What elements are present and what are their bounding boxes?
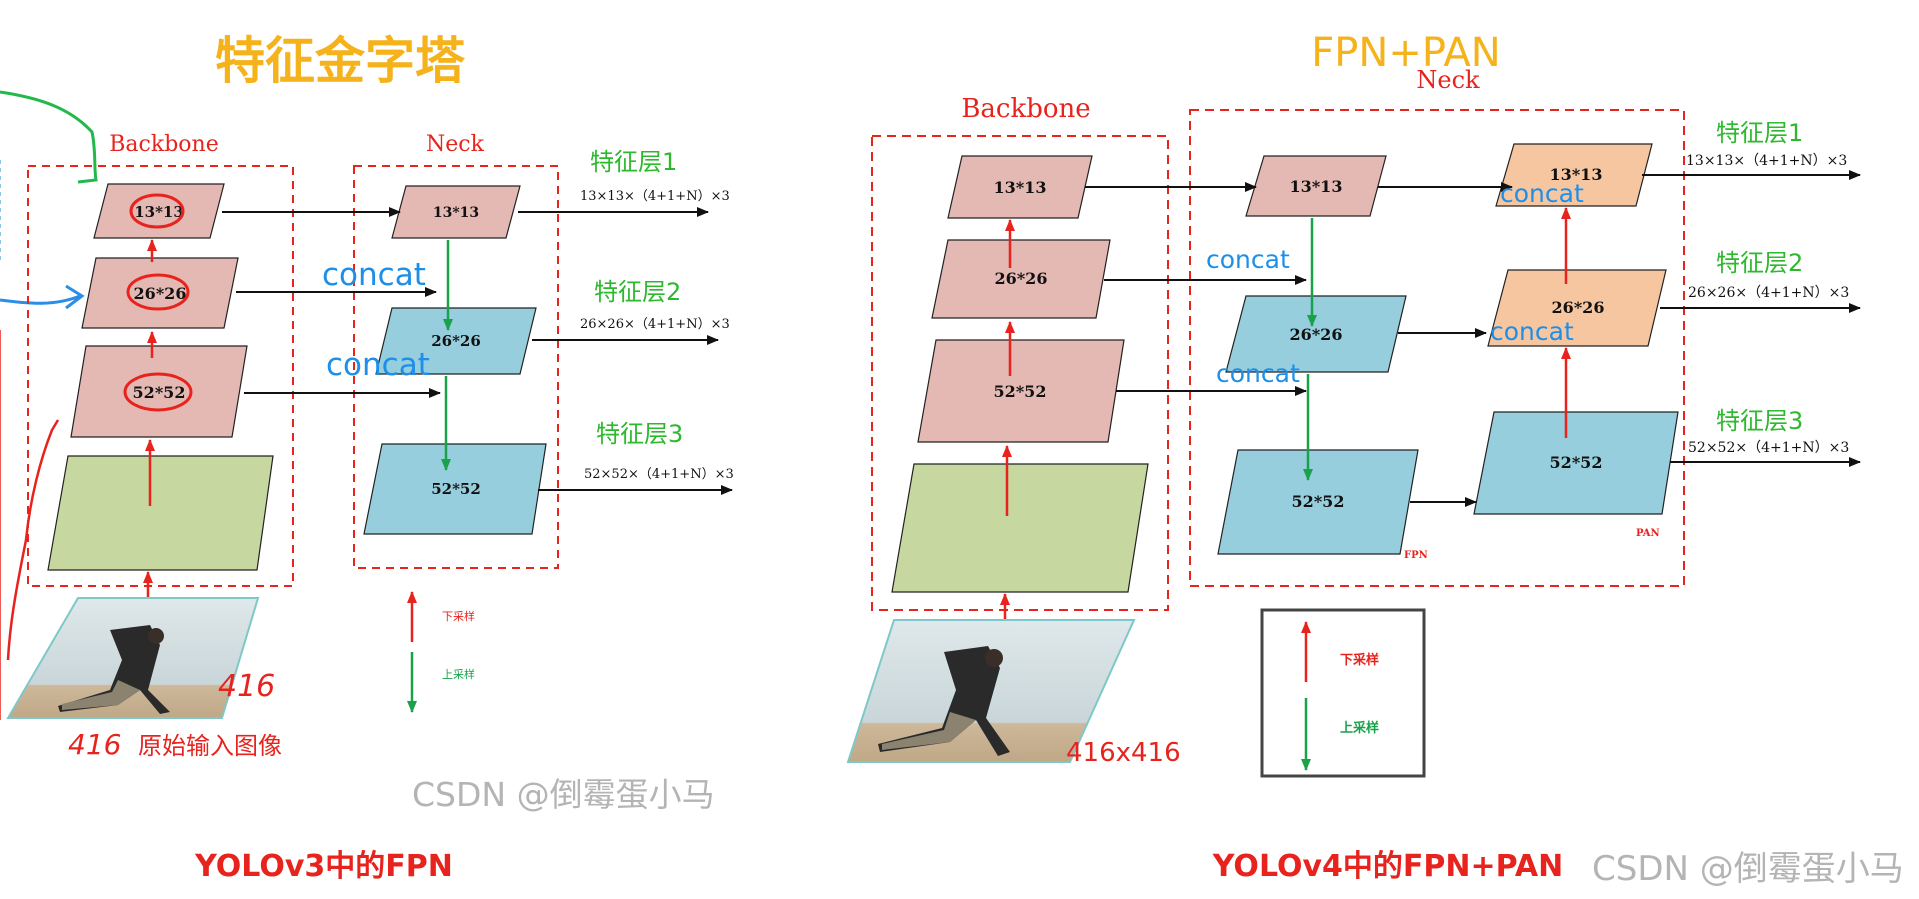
left-layer-2: 特征层2 xyxy=(594,278,681,306)
right-out-1-label: 13×13×（4+1+N）×3 xyxy=(1686,153,1847,169)
right-layer-1: 特征层1 xyxy=(1716,119,1803,147)
hand-red-stroke xyxy=(6,419,60,661)
right-input-size: 416x416 xyxy=(1066,738,1181,768)
left-panel: 特征金字塔 Backbone Neck 13*13 26*26 52*52 xyxy=(0,32,734,884)
left-title: 特征金字塔 xyxy=(215,32,466,90)
right-concat-2: concat xyxy=(1216,359,1300,388)
right-layer-3: 特征层3 xyxy=(1716,407,1803,435)
left-out-1-label: 13×13×（4+1+N）×3 xyxy=(580,189,730,204)
right-legend-box xyxy=(1260,608,1426,778)
left-backbone-input-box xyxy=(47,455,274,571)
right-pan-box-26 xyxy=(1487,269,1667,347)
left-box-26-label: 26*26 xyxy=(134,284,187,303)
left-backbone-box-52 xyxy=(70,345,248,438)
left-neck-box-13 xyxy=(391,185,521,239)
right-concat-4: concat xyxy=(1490,317,1574,346)
left-neck-box-26 xyxy=(375,307,537,375)
right-box-52-label: 52*52 xyxy=(994,382,1047,401)
hand-416-left: 416 xyxy=(68,728,121,761)
left-neck-label: Neck xyxy=(426,132,485,157)
left-watermark: CSDN @倒霉蛋小马 xyxy=(412,775,715,814)
right-fpn-26-label: 26*26 xyxy=(1290,325,1343,344)
left-caption: YOLOv3中的FPN xyxy=(194,849,453,884)
right-out-3-label: 52×52×（4+1+N）×3 xyxy=(1688,440,1849,456)
left-backbone-frame xyxy=(27,165,294,587)
left-out-3-label: 52×52×（4+1+N）×3 xyxy=(584,467,734,482)
right-neck-label: Neck xyxy=(1416,66,1480,94)
right-backbone-input-box xyxy=(891,463,1149,593)
right-legend-down: 下采样 xyxy=(1340,652,1379,668)
right-backbone-label: Backbone xyxy=(961,94,1090,124)
right-concat-3: concat xyxy=(1500,179,1584,208)
left-concat-2: concat xyxy=(326,347,430,383)
right-backbone-box-26 xyxy=(931,239,1111,319)
hand-blue-stroke xyxy=(0,284,85,310)
left-box-13-label: 13*13 xyxy=(134,203,184,221)
right-fpn-box-52 xyxy=(1217,449,1419,555)
right-fpn-tag: FPN xyxy=(1404,550,1428,561)
left-legend-up: 上采样 xyxy=(442,667,475,681)
hand-416-right: 416 xyxy=(218,669,275,704)
right-concat-1: concat xyxy=(1206,245,1290,274)
right-fpn-box-26 xyxy=(1225,295,1407,373)
left-concat-1: concat xyxy=(322,257,426,293)
right-neck-frame xyxy=(1189,109,1685,587)
hand-red-circle-13 xyxy=(129,193,185,229)
hand-red-circle-52 xyxy=(123,372,193,412)
right-pan-tag: PAN xyxy=(1636,528,1660,539)
right-box-26-label: 26*26 xyxy=(995,269,1048,288)
right-box-13-label: 13*13 xyxy=(994,178,1047,197)
right-backbone-box-52 xyxy=(917,339,1125,443)
left-backbone-box-26 xyxy=(81,257,239,329)
left-neck-box-52 xyxy=(363,443,547,535)
left-input-caption: 原始输入图像 xyxy=(138,732,282,760)
right-caption: YOLOv4中的FPN+PAN xyxy=(1212,849,1563,884)
left-neck-26-label: 26*26 xyxy=(431,332,481,350)
right-pan-box-52 xyxy=(1473,411,1679,515)
right-fpn-13-label: 13*13 xyxy=(1290,177,1343,196)
right-pan-13-label: 13*13 xyxy=(1550,165,1603,184)
left-box-52-label: 52*52 xyxy=(133,383,186,402)
right-backbone-frame xyxy=(871,135,1169,611)
right-layer-2: 特征层2 xyxy=(1716,249,1803,277)
right-title: FPN+PAN xyxy=(1311,30,1500,76)
left-backbone-label: Backbone xyxy=(109,132,218,157)
right-pan-52-label: 52*52 xyxy=(1550,453,1603,472)
right-out-2-label: 26×26×（4+1+N）×3 xyxy=(1688,285,1849,301)
right-input-image xyxy=(846,619,1136,763)
hand-green-stroke xyxy=(0,90,98,184)
left-legend-down: 下采样 xyxy=(442,609,475,623)
right-pan-26-label: 26*26 xyxy=(1552,298,1605,317)
left-neck-13-label: 13*13 xyxy=(433,205,479,221)
left-out-2-label: 26×26×（4+1+N）×3 xyxy=(580,317,730,332)
right-watermark: CSDN @倒霉蛋小马 xyxy=(1592,849,1904,889)
left-layer-3: 特征层3 xyxy=(596,420,683,448)
left-neck-frame xyxy=(353,165,559,569)
left-backbone-box-13 xyxy=(93,183,225,239)
right-backbone-box-13 xyxy=(947,155,1093,219)
right-panel: FPN+PAN Neck Backbone 13*13 26*26 52*52 … xyxy=(846,30,1904,889)
left-input-image xyxy=(6,597,260,719)
right-fpn-box-13 xyxy=(1245,155,1387,217)
right-legend-up: 上采样 xyxy=(1340,720,1379,736)
right-fpn-52-label: 52*52 xyxy=(1292,492,1345,511)
left-layer-1: 特征层1 xyxy=(590,148,677,176)
hand-red-circle-26 xyxy=(126,273,190,311)
left-neck-52-label: 52*52 xyxy=(431,480,481,498)
